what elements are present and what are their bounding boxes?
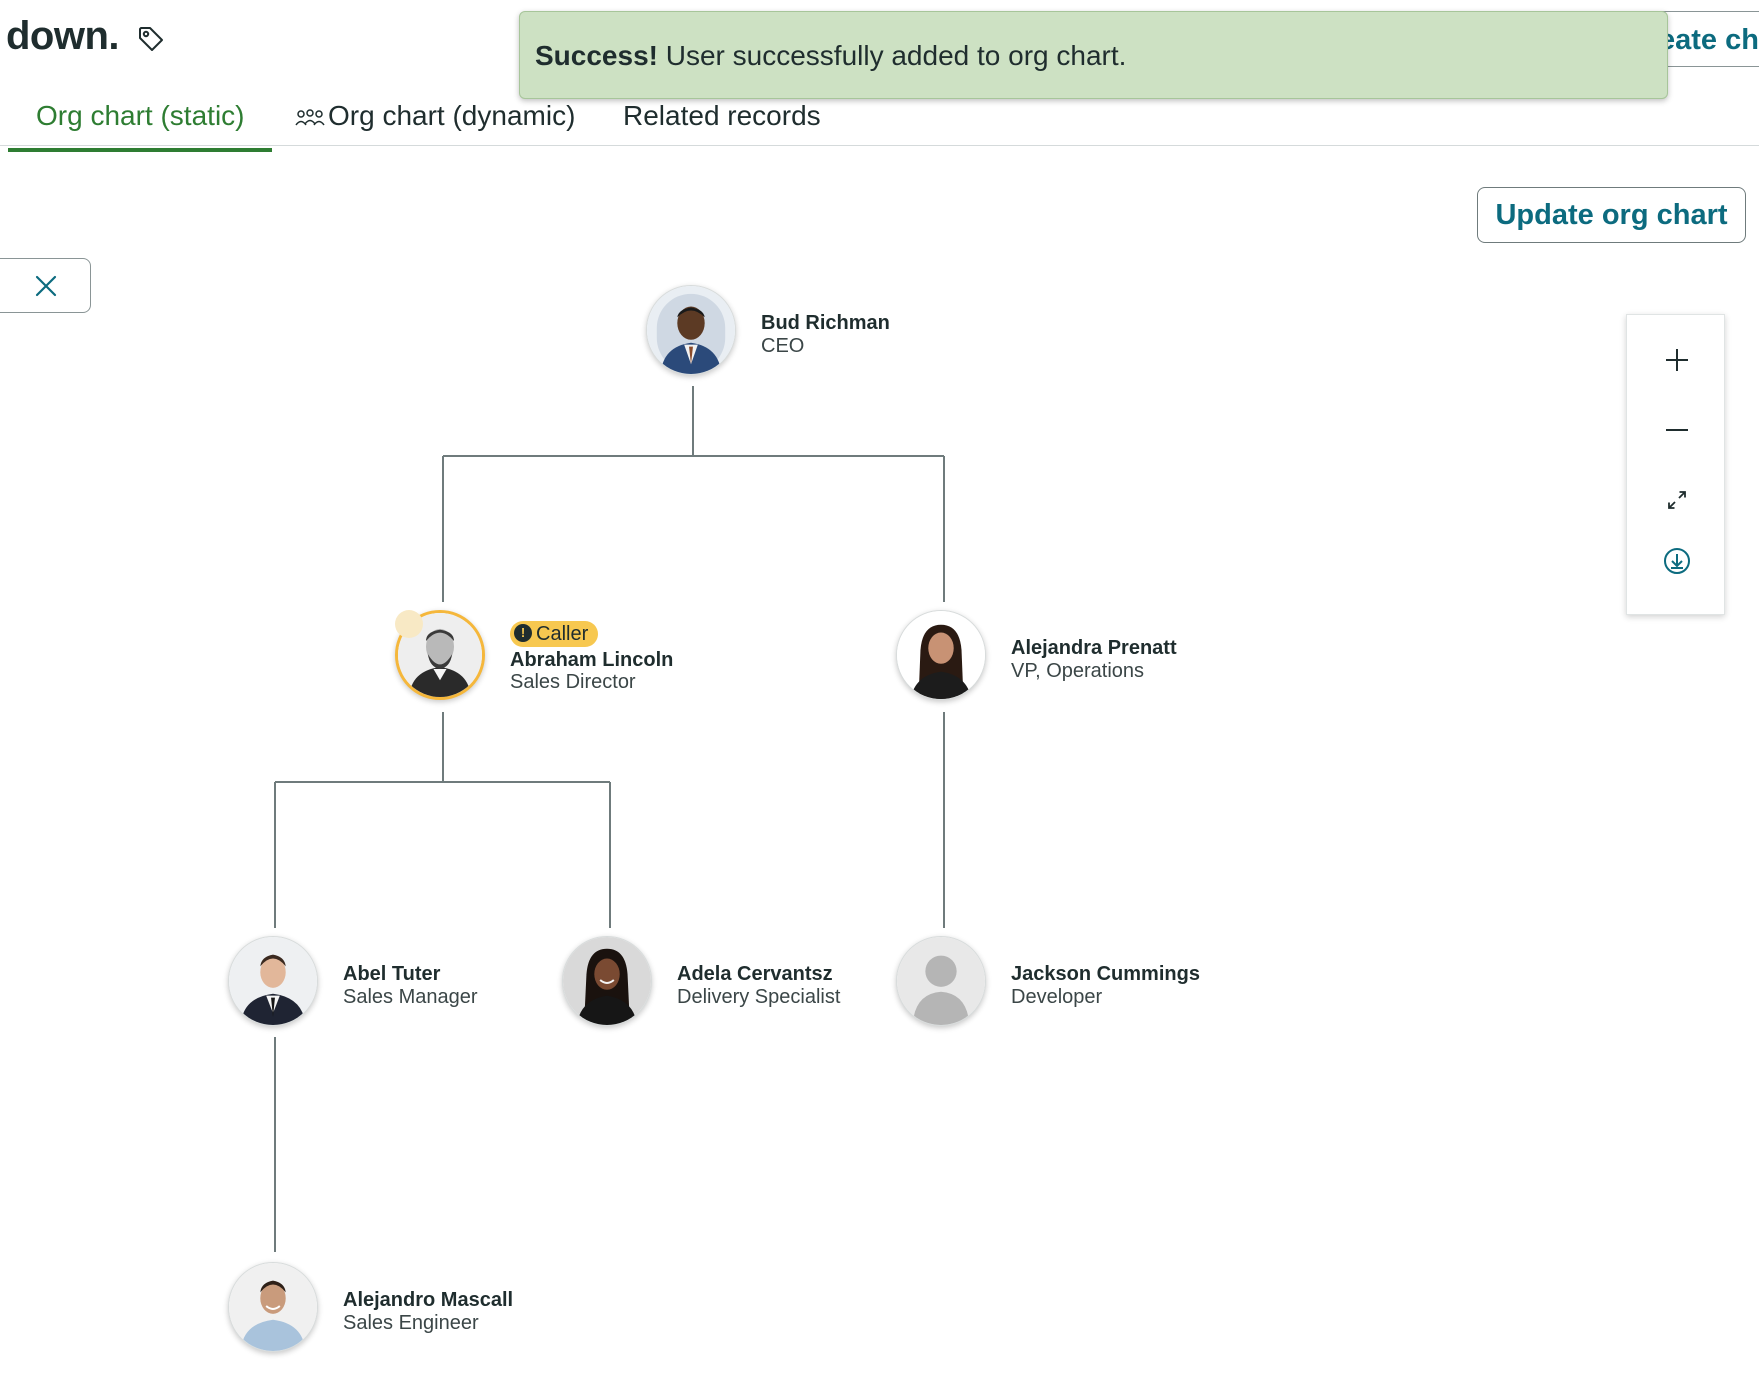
connector-ceo (442, 386, 945, 602)
fit-screen-button[interactable] (1652, 475, 1702, 525)
person-title: Delivery Specialist (677, 986, 841, 1008)
org-node-jackson-cummings[interactable]: Jackson Cummings Developer (896, 936, 1256, 1032)
toast-strong: Success! (535, 40, 658, 71)
download-icon (1664, 548, 1690, 574)
org-node-alejandro-mascall[interactable]: Alejandro Mascall Sales Engineer (228, 1262, 588, 1358)
connector-lincoln (274, 712, 611, 928)
tab-label: Org chart (dynamic) (328, 100, 576, 131)
zoom-controls (1626, 314, 1725, 615)
alert-icon: ! (514, 623, 532, 642)
tab-org-chart-dynamic[interactable]: Org chart (dynamic) (294, 100, 575, 150)
org-node-adela-cervantsz[interactable]: Adela Cervantsz Delivery Specialist (562, 936, 922, 1032)
caller-badge: !Caller (510, 621, 599, 647)
fit-screen-icon (1668, 491, 1686, 509)
people-group-icon (295, 108, 325, 126)
zoom-in-button[interactable] (1652, 335, 1702, 385)
toast-text: Success! User successfully added to org … (535, 40, 1126, 72)
org-node-ceo[interactable]: Bud Richman CEO (646, 285, 1006, 381)
caller-indicator-dot (395, 610, 423, 638)
download-button[interactable] (1652, 536, 1702, 586)
person-title: Sales Engineer (343, 1312, 479, 1334)
tab-related-records[interactable]: Related records (623, 100, 821, 150)
org-node-abel-tuter[interactable]: Abel Tuter Sales Manager (228, 936, 588, 1032)
update-org-chart-button[interactable]: Update org chart (1477, 187, 1746, 243)
zoom-out-icon (1666, 429, 1688, 431)
toast-message: User successfully added to org chart. (657, 40, 1127, 71)
avatar (646, 285, 736, 375)
person-name: Alejandro Mascall (343, 1289, 514, 1311)
person-title: Developer (1011, 986, 1103, 1008)
zoom-in-icon (1666, 349, 1688, 371)
person-name: Jackson Cummings (1011, 963, 1200, 985)
avatar (896, 610, 986, 700)
tab-org-chart-static[interactable]: Org chart (static) (7, 100, 274, 152)
tag-icon[interactable] (136, 24, 166, 54)
create-change-button-label: eate cha (1659, 24, 1759, 56)
default-user-icon (897, 937, 985, 1025)
person-name: Bud Richman (761, 312, 890, 334)
tab-label: Related records (623, 100, 821, 131)
update-org-chart-label: Update org chart (1495, 199, 1728, 231)
person-name: Abel Tuter (343, 963, 441, 985)
success-toast: Success! User successfully added to org … (519, 11, 1668, 99)
person-name: Alejandra Prenatt (1011, 637, 1177, 659)
person-title: Sales Manager (343, 986, 478, 1008)
close-icon (35, 275, 57, 297)
person-title: Sales Director (510, 671, 636, 693)
zoom-out-button[interactable] (1652, 405, 1702, 455)
person-name: Abraham Lincoln (510, 649, 674, 671)
avatar (896, 936, 986, 1026)
org-node-abraham-lincoln[interactable]: !Caller Abraham Lincoln Sales Director (395, 610, 755, 706)
avatar (562, 936, 652, 1026)
person-title: VP, Operations (1011, 660, 1145, 682)
close-panel-button[interactable] (0, 258, 91, 313)
caller-badge-label: Caller (536, 623, 589, 645)
avatar (228, 936, 318, 1026)
tab-label: Org chart (static) (36, 100, 245, 131)
avatar (228, 1262, 318, 1352)
person-title: CEO (761, 335, 805, 357)
page-title: down. (6, 14, 120, 58)
person-name: Adela Cervantsz (677, 963, 833, 985)
org-node-alejandra-prenatt[interactable]: Alejandra Prenatt VP, Operations (896, 610, 1256, 706)
tab-bar: Org chart (static) Org chart (dynamic) R… (0, 96, 1759, 152)
